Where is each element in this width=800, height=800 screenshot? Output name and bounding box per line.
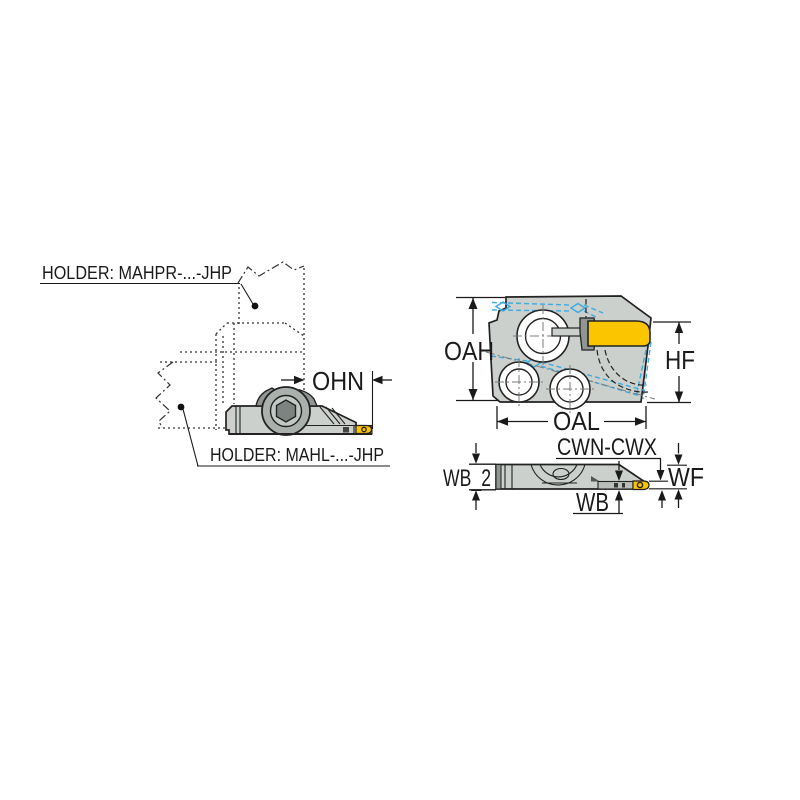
side-view-tool-body xyxy=(225,386,373,436)
hf-label: HF xyxy=(665,345,695,375)
holder-bottom-callout: HOLDER: MAHL-...-JHP xyxy=(177,403,390,467)
dim-wf: WF xyxy=(668,443,704,508)
oal-label: OAL xyxy=(553,406,600,436)
dim-ohn: OHN xyxy=(281,366,392,429)
horizontal-holder-ghost xyxy=(155,361,230,429)
vertical-holder-ghost xyxy=(180,261,305,430)
insert-top-view xyxy=(632,480,650,491)
dim-wb2: WB_2 xyxy=(443,443,496,510)
insert-head-view xyxy=(587,320,651,347)
wf-label: WF xyxy=(668,462,704,492)
wb2-label: WB_2 xyxy=(443,465,491,492)
wb-label: WB xyxy=(576,487,609,517)
head-top-view: WB_2 CWN-CWX WB xyxy=(443,434,704,517)
dim-wb: WB xyxy=(573,461,623,517)
leader-dot xyxy=(177,403,185,411)
mounting-holes xyxy=(495,305,594,413)
holder-bottom-label: HOLDER: MAHL-...-JHP xyxy=(210,445,384,465)
leader-dot xyxy=(251,302,259,310)
hex-socket-icon xyxy=(275,399,297,423)
head-side-view: OAH HF OAL xyxy=(444,295,695,436)
dim-cwn-cwx: CWN-CWX xyxy=(556,434,666,508)
ohn-label: OHN xyxy=(312,366,364,396)
dim-oah: OAH xyxy=(444,296,505,402)
holder-top-label: HOLDER: MAHPR-...-JHP xyxy=(42,263,232,283)
left-side-view: HOLDER: MAHPR-...-JHP HOLDER: MAHL-...-J… xyxy=(40,261,392,467)
oah-label: OAH xyxy=(444,336,494,366)
cwn-cwx-label: CWN-CWX xyxy=(557,434,657,461)
dim-oal: OAL xyxy=(496,406,647,436)
dim-hf: HF xyxy=(647,321,695,404)
holder-top-callout: HOLDER: MAHPR-...-JHP xyxy=(40,263,259,310)
